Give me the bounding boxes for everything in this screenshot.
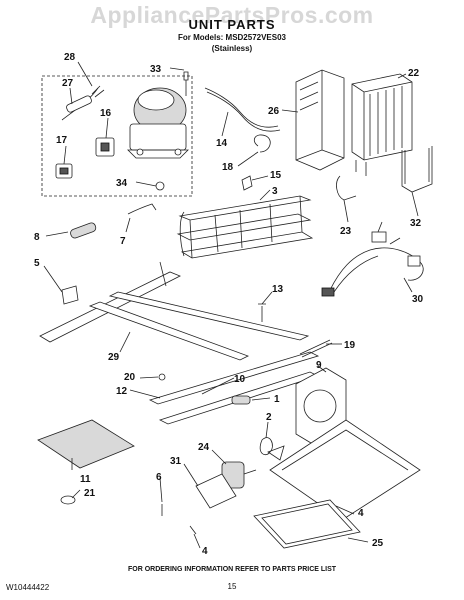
callout-12: 12 xyxy=(116,386,128,397)
model-info: For Models: MSD2572VES03 (Stainless) xyxy=(120,32,344,54)
leader-lines xyxy=(43,61,419,549)
part-25-drawing xyxy=(253,499,361,549)
callout-34: 34 xyxy=(116,178,128,189)
callout-10: 10 xyxy=(234,374,246,385)
callout-20: 20 xyxy=(124,372,136,383)
ordering-note: FOR ORDERING INFORMATION REFER TO PARTS … xyxy=(127,566,337,573)
callout-9: 9 xyxy=(316,360,322,371)
document-number: W10444422 xyxy=(6,583,50,592)
callout-22: 22 xyxy=(408,68,420,79)
callout-19: 19 xyxy=(344,340,356,351)
part-21-drawing xyxy=(60,495,76,505)
callout-4-right: 4 xyxy=(358,508,364,519)
callout-14: 14 xyxy=(216,138,228,149)
callout-25: 25 xyxy=(372,538,384,549)
models-line: For Models: MSD2572VES03 xyxy=(177,33,287,42)
callout-7: 7 xyxy=(120,236,126,247)
callout-18: 18 xyxy=(222,162,234,173)
part-22-drawing xyxy=(351,73,413,176)
callout-23: 23 xyxy=(340,226,352,237)
part-14-drawing xyxy=(204,87,279,128)
callout-13: 13 xyxy=(272,284,284,295)
part-32-drawing xyxy=(401,146,433,193)
page-number: 15 xyxy=(227,582,237,591)
callout-27: 27 xyxy=(62,78,74,89)
part-31-drawing xyxy=(195,473,237,509)
part-8-drawing xyxy=(70,222,97,239)
callout-30: 30 xyxy=(412,294,424,305)
part-7-drawing xyxy=(127,203,157,215)
callout-15: 15 xyxy=(270,170,282,181)
finish-line: (Stainless) xyxy=(211,44,253,53)
callout-17: 17 xyxy=(56,135,68,146)
callout-24: 24 xyxy=(198,442,210,453)
callout-21: 21 xyxy=(84,488,96,499)
callout-28: 28 xyxy=(64,52,76,63)
callout-31: 31 xyxy=(170,456,182,467)
callout-26: 26 xyxy=(268,106,280,117)
part-9-drawing xyxy=(269,367,421,521)
base-frame-drawing xyxy=(39,261,320,425)
part-30-drawing xyxy=(321,221,424,297)
part-19-drawing xyxy=(299,339,333,358)
compressor-drawing xyxy=(127,71,189,159)
part-16-drawing xyxy=(95,137,115,157)
callout-6: 6 xyxy=(156,472,162,483)
part-20-drawing xyxy=(158,373,166,381)
compressor-group-box xyxy=(41,75,193,197)
callout-16: 16 xyxy=(100,108,112,119)
callout-4-lower: 4 xyxy=(202,546,208,557)
callout-32: 32 xyxy=(410,218,422,229)
part-2-drawing xyxy=(259,437,285,461)
part-13-drawing xyxy=(258,303,266,322)
part-23-drawing xyxy=(336,175,357,201)
part-11-drawing xyxy=(37,419,135,469)
callout-29: 29 xyxy=(108,352,120,363)
part-26-drawing xyxy=(295,69,345,171)
page-title: UNIT PARTS xyxy=(188,17,276,32)
callout-3: 3 xyxy=(272,186,278,197)
part-34-drawing xyxy=(155,181,165,191)
part-15-drawing xyxy=(241,175,253,191)
callout-5: 5 xyxy=(34,258,40,269)
part-1-drawing xyxy=(231,395,251,405)
callout-11: 11 xyxy=(80,474,91,485)
callout-1: 1 xyxy=(274,394,280,405)
part-17-drawing xyxy=(55,163,73,179)
part-27-drawing xyxy=(61,85,105,121)
callout-33: 33 xyxy=(150,64,162,75)
callout-8: 8 xyxy=(34,232,40,243)
callout-labels: 28 27 16 17 33 34 26 22 14 18 15 3 7 8 5… xyxy=(34,52,424,557)
part-18-drawing xyxy=(253,134,271,153)
callout-2: 2 xyxy=(266,412,272,423)
part-3-drawing xyxy=(176,195,314,259)
